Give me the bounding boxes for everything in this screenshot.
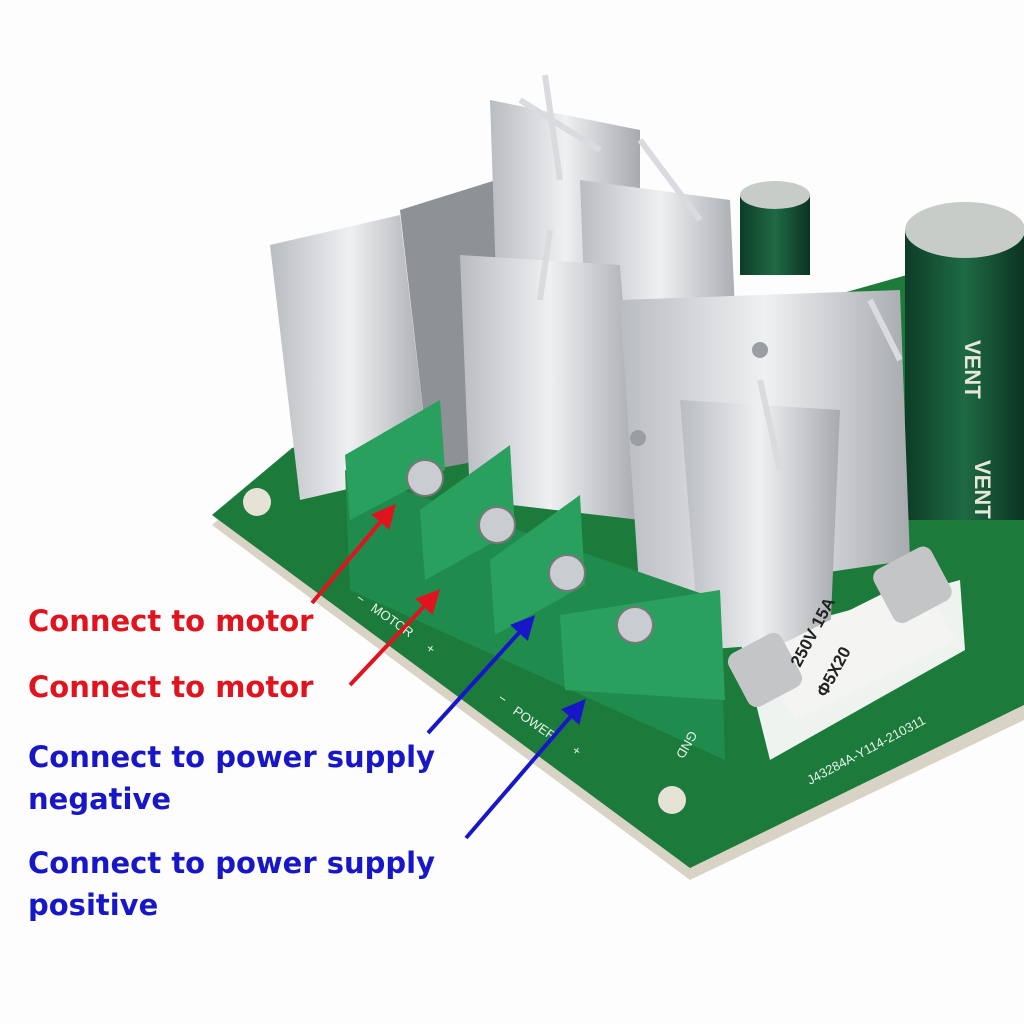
- label-line: Connect to power supply: [28, 740, 436, 774]
- label-power-negative: Connect to power supply negative: [28, 736, 435, 820]
- svg-text:VENT: VENT: [960, 340, 985, 399]
- mounting-hole: [243, 488, 271, 516]
- arrow-motor-positive: [348, 589, 441, 687]
- label-line: positive: [28, 888, 159, 922]
- svg-text:VENT: VENT: [970, 460, 995, 519]
- screw-terminal: [478, 506, 516, 544]
- arrow-motor-negative: [310, 503, 396, 605]
- mounting-hole: [658, 786, 686, 814]
- screw-terminal: [548, 554, 586, 592]
- label-line: negative: [28, 782, 172, 816]
- screw-terminal: [616, 606, 654, 644]
- screw-terminal: [406, 459, 444, 497]
- label-line: Connect to power supply: [28, 846, 436, 880]
- arrow-power-negative: [426, 615, 536, 735]
- heatsink: [270, 74, 910, 650]
- label-motor-2: Connect to motor: [28, 670, 314, 704]
- label-motor-1: Connect to motor: [28, 604, 314, 638]
- arrow-power-positive: [464, 698, 586, 840]
- terminal-block: [345, 400, 725, 760]
- label-power-positive: Connect to power supply positive: [28, 842, 435, 926]
- capacitor: VENT VENT: [740, 181, 1024, 520]
